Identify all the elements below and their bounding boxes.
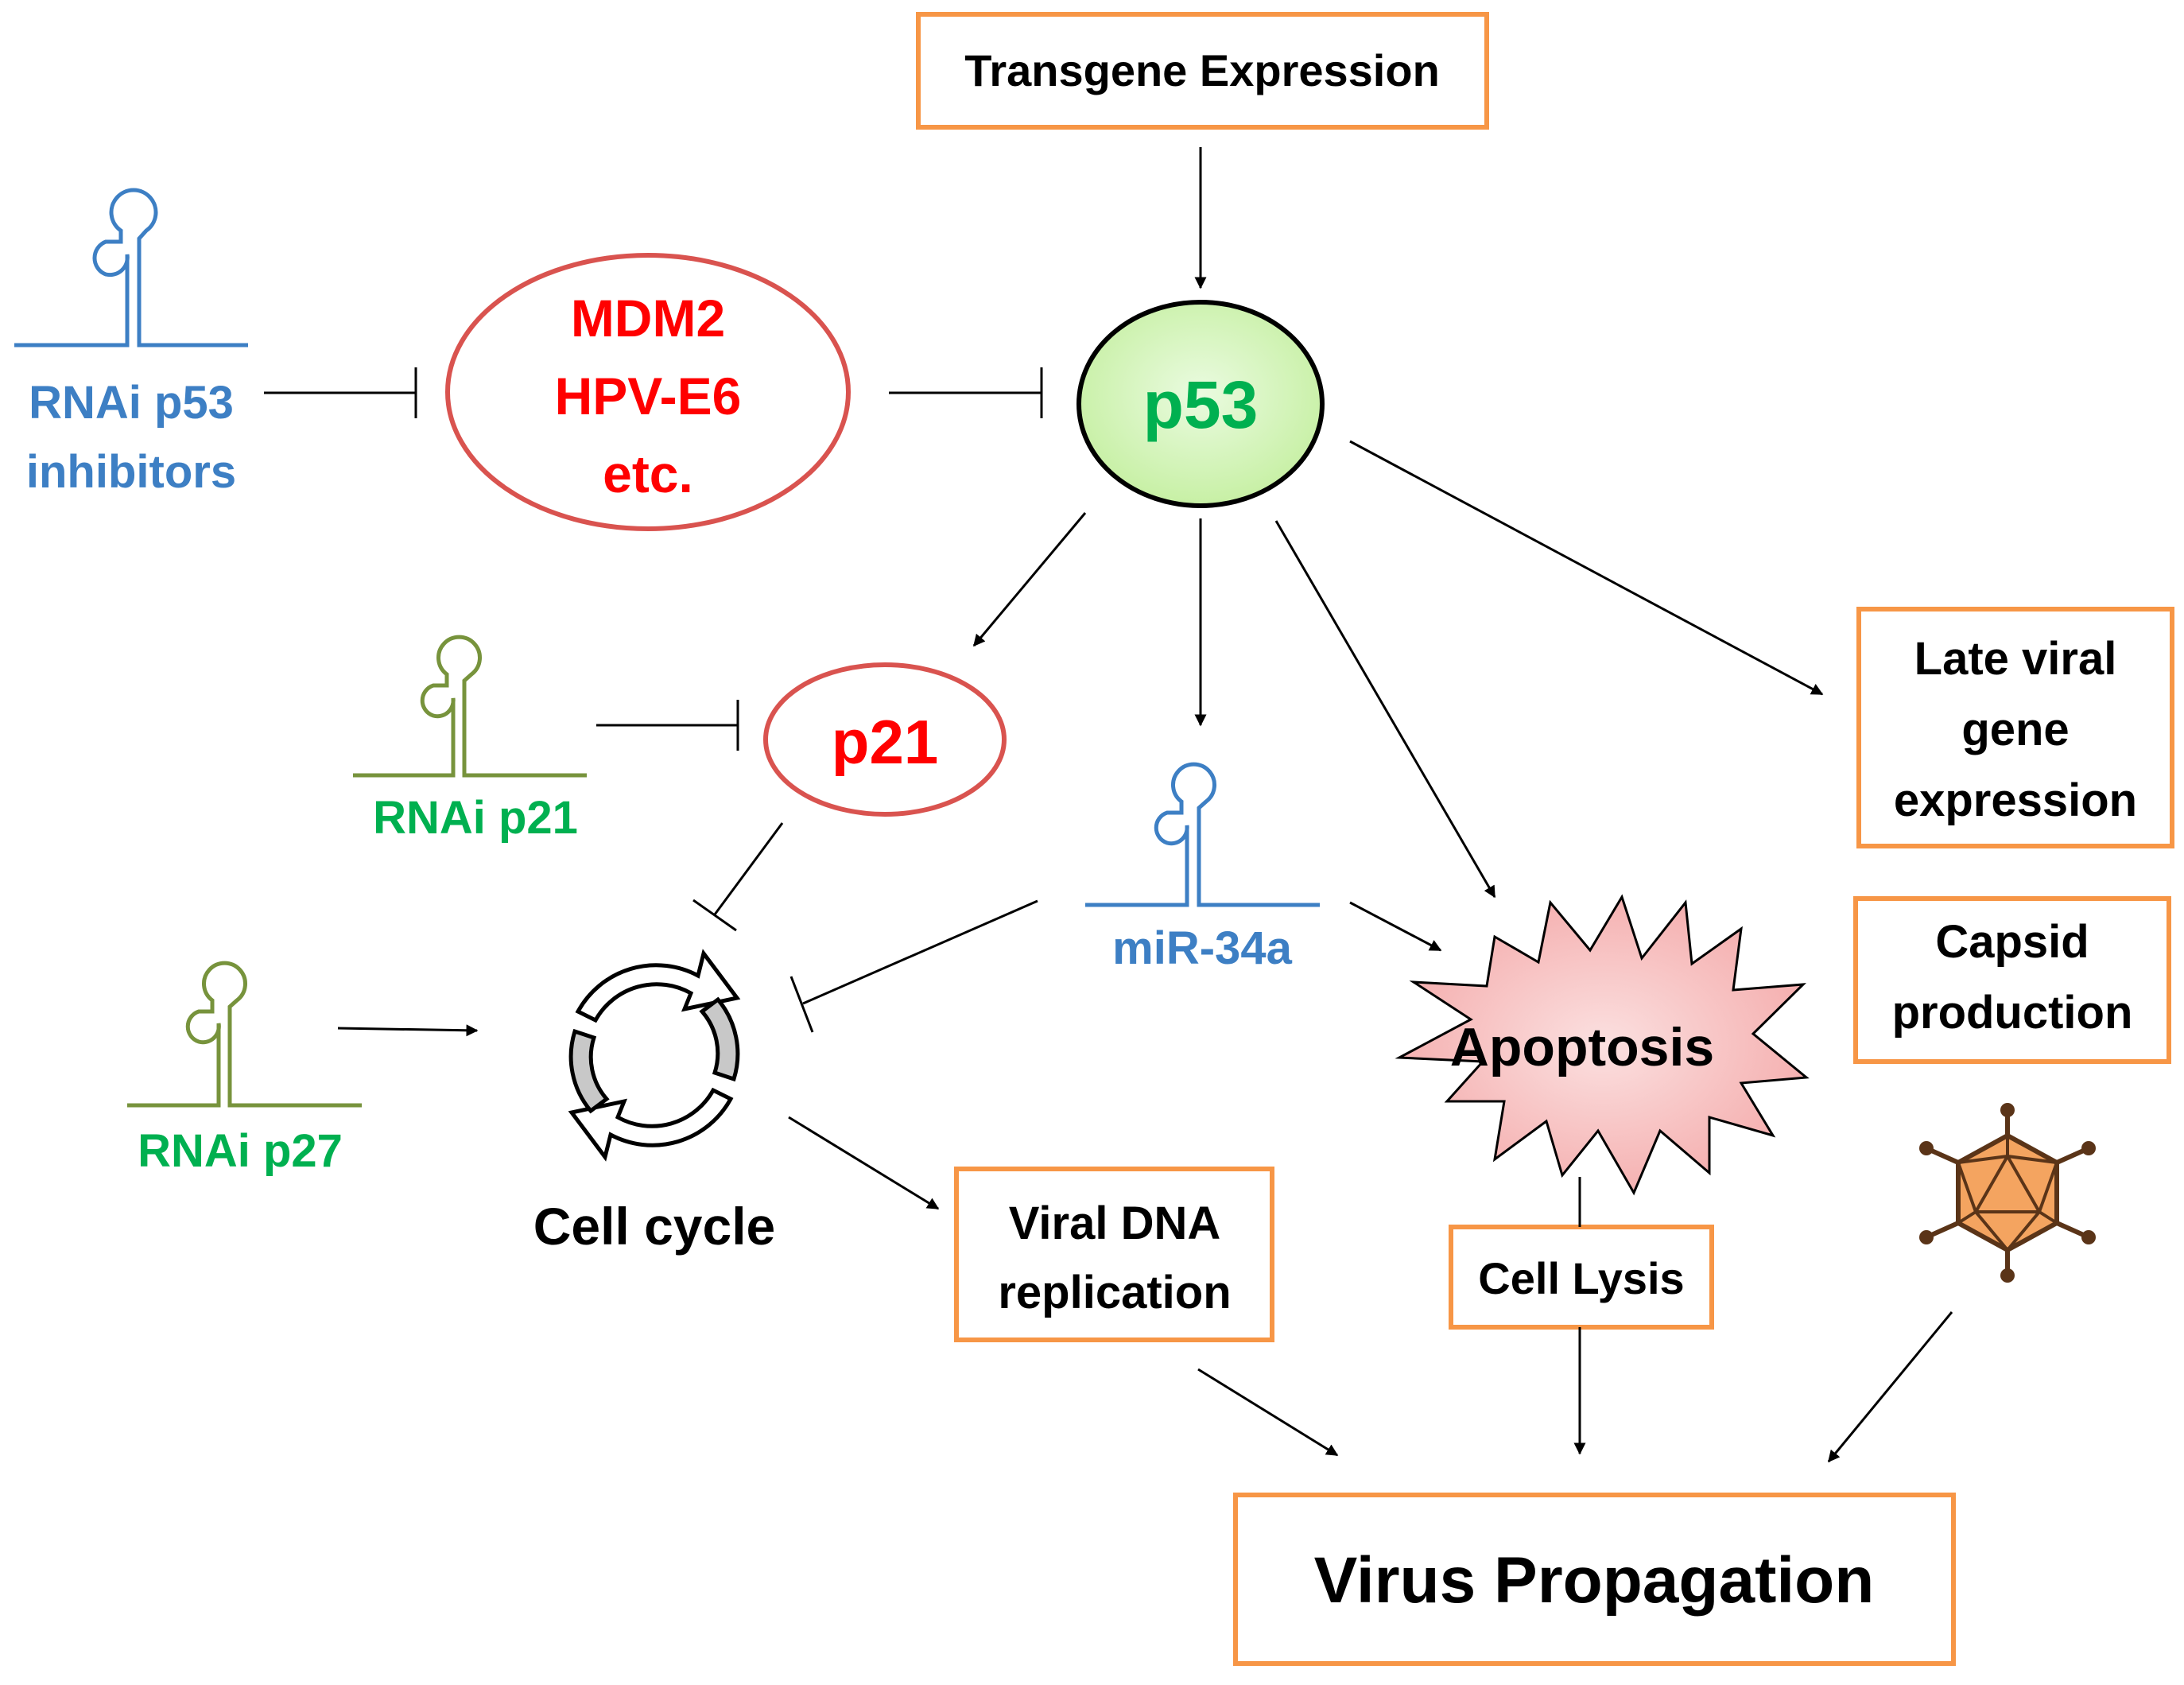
arrow-virus-to-virus-propagation	[1827, 1311, 1953, 1463]
arrow-p53-to-p21	[972, 512, 1087, 647]
rnai-p53-label-line-2: inhibitors	[26, 446, 236, 498]
rnai-p53-inhibitors: RNAi p53 inhibitors	[14, 188, 248, 498]
hairpin-rna-icon	[14, 188, 248, 347]
virus-propagation-label: Virus Propagation	[1314, 1544, 1875, 1617]
hpv-e6-label: HPV-E6	[555, 367, 742, 425]
p53-node: p53	[1076, 300, 1325, 508]
rnai-p27-label: RNAi p27	[138, 1125, 343, 1177]
rnai-p21: RNAi p21	[353, 635, 587, 844]
etc-label: etc.	[603, 445, 693, 503]
hairpin-rna-icon	[353, 635, 587, 778]
arrow-mir34a-to-apoptosis	[1349, 901, 1442, 952]
rnai-p53-label-line-1: RNAi p53	[29, 377, 234, 429]
inhibition-mir34a-to-cell-cycle	[789, 899, 1038, 1033]
mdm2-label: MDM2	[571, 289, 725, 347]
cell-cycle-icon	[568, 949, 741, 1162]
cell-cycle-node: Cell cycle	[533, 949, 776, 1256]
virus-propagation-box: Virus Propagation	[1233, 1493, 1956, 1666]
inhibition-mdm2-to-p53	[889, 367, 1043, 418]
inhibition-rnai-to-mdm2	[264, 367, 417, 418]
rnai-p27: RNAi p27	[127, 961, 362, 1177]
mir-34a-label: miR-34a	[1112, 922, 1292, 974]
capsid-label-line-1: Capsid	[1935, 916, 2089, 968]
cell-lysis-box: Cell Lysis	[1449, 1225, 1714, 1330]
cell-lysis-label: Cell Lysis	[1478, 1253, 1684, 1303]
arrow-p53-to-late-viral	[1349, 440, 1824, 696]
mir-34a: miR-34a	[1085, 762, 1320, 974]
late-viral-gene-expression-box: Late viral gene expression	[1856, 607, 2174, 848]
late-viral-label-line-3: expression	[1894, 775, 2137, 826]
capsid-production-box: Capsid production	[1853, 896, 2171, 1064]
hairpin-rna-icon	[1085, 762, 1320, 907]
p21-node: p21	[763, 662, 1007, 817]
apoptosis-node: Apoptosis	[1395, 894, 1810, 1196]
arrow-rnai-p27-to-cell-cycle	[337, 1024, 479, 1037]
rnai-p21-label: RNAi p21	[373, 792, 578, 844]
inhibition-rnai-p21-to-p21	[596, 700, 739, 751]
arrow-cell-cycle-to-viral-dna	[788, 1116, 940, 1210]
apoptosis-label: Apoptosis	[1450, 1017, 1714, 1077]
arrow-viral-dna-to-virus-propagation	[1197, 1368, 1339, 1457]
inhibition-p21-to-cell-cycle	[692, 822, 784, 932]
cell-cycle-label: Cell cycle	[533, 1197, 776, 1256]
viral-dna-label-line-1: Viral DNA	[1009, 1198, 1220, 1249]
capsid-label-line-2: production	[1892, 987, 2133, 1039]
p53-label: p53	[1143, 367, 1259, 442]
late-viral-label-line-1: Late viral	[1914, 633, 2117, 685]
viral-dna-label-line-2: replication	[998, 1267, 1231, 1318]
adenovirus-icon	[1919, 1103, 2096, 1283]
transgene-expression-label: Transgene Expression	[964, 45, 1440, 95]
hairpin-rna-icon	[127, 961, 362, 1108]
transgene-expression-box: Transgene Expression	[916, 12, 1489, 130]
starburst-icon	[1395, 894, 1810, 1196]
viral-dna-replication-box: Viral DNA replication	[954, 1167, 1274, 1342]
late-viral-label-line-2: gene	[1961, 704, 2069, 755]
mdm2-inhibitors-node: MDM2 HPV-E6 etc.	[445, 253, 851, 531]
p21-label: p21	[832, 707, 938, 777]
arrow-p53-to-apoptosis	[1274, 520, 1496, 899]
